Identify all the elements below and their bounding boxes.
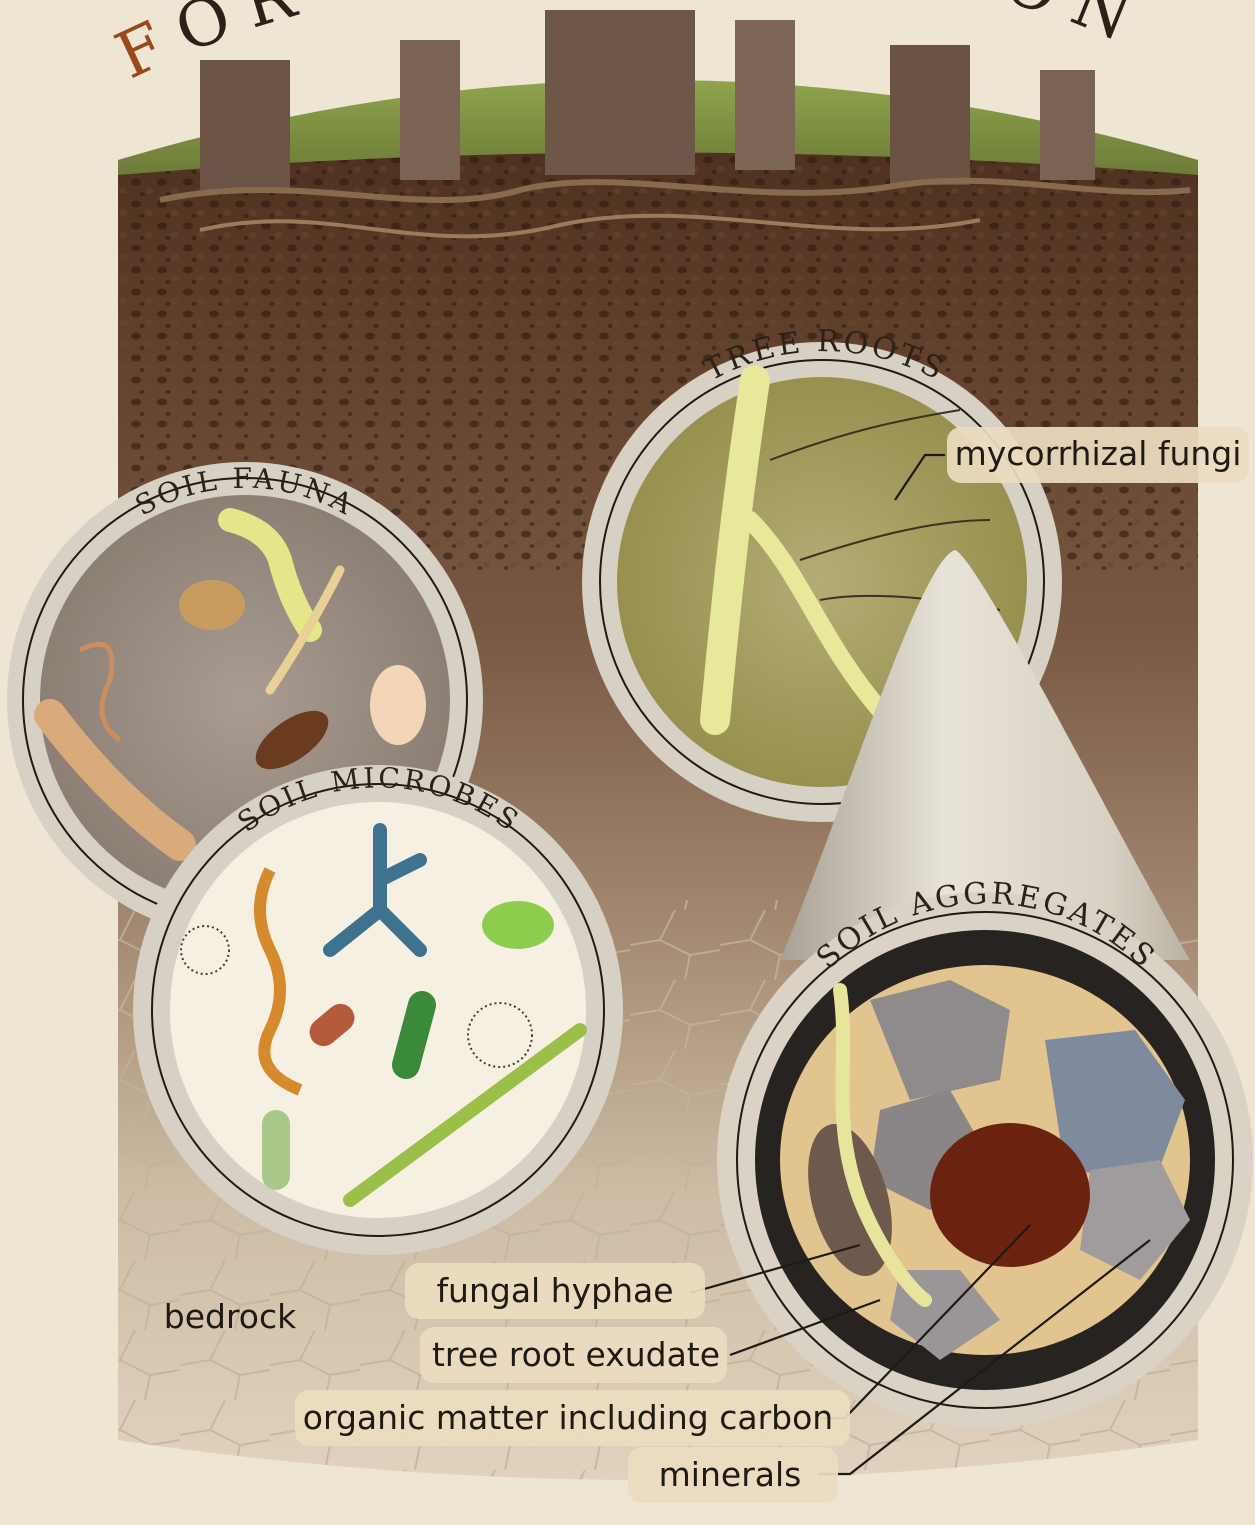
svg-text:ON: ON [995, 0, 1157, 63]
soil-microbes-circle: SOIL MICROBES [133, 761, 623, 1255]
title-rest-left: OR [166, 0, 321, 68]
title-rest-right: ON [995, 0, 1157, 63]
mite-icon [179, 580, 245, 630]
label-bedrock: bedrock [164, 1297, 297, 1336]
label-organic-matter: organic matter including carbon [295, 1390, 850, 1446]
label-minerals: minerals [628, 1447, 838, 1503]
svg-text:tree root exudate: tree root exudate [432, 1335, 720, 1374]
springtail-icon [370, 665, 426, 745]
svg-text:fungal hyphae: fungal hyphae [436, 1271, 673, 1310]
label-mycorrhizal-fungi: mycorrhizal fungi [947, 427, 1249, 483]
label-tree-root-exudate: tree root exudate [420, 1327, 727, 1383]
svg-text:mycorrhizal fungi: mycorrhizal fungi [955, 434, 1242, 473]
protozoa-icon [482, 901, 554, 949]
label-fungal-hyphae: fungal hyphae [405, 1263, 705, 1319]
green-bacteria-icon [262, 1110, 290, 1190]
svg-text:minerals: minerals [659, 1455, 802, 1494]
svg-text:organic matter including carbo: organic matter including carbon [303, 1398, 833, 1437]
